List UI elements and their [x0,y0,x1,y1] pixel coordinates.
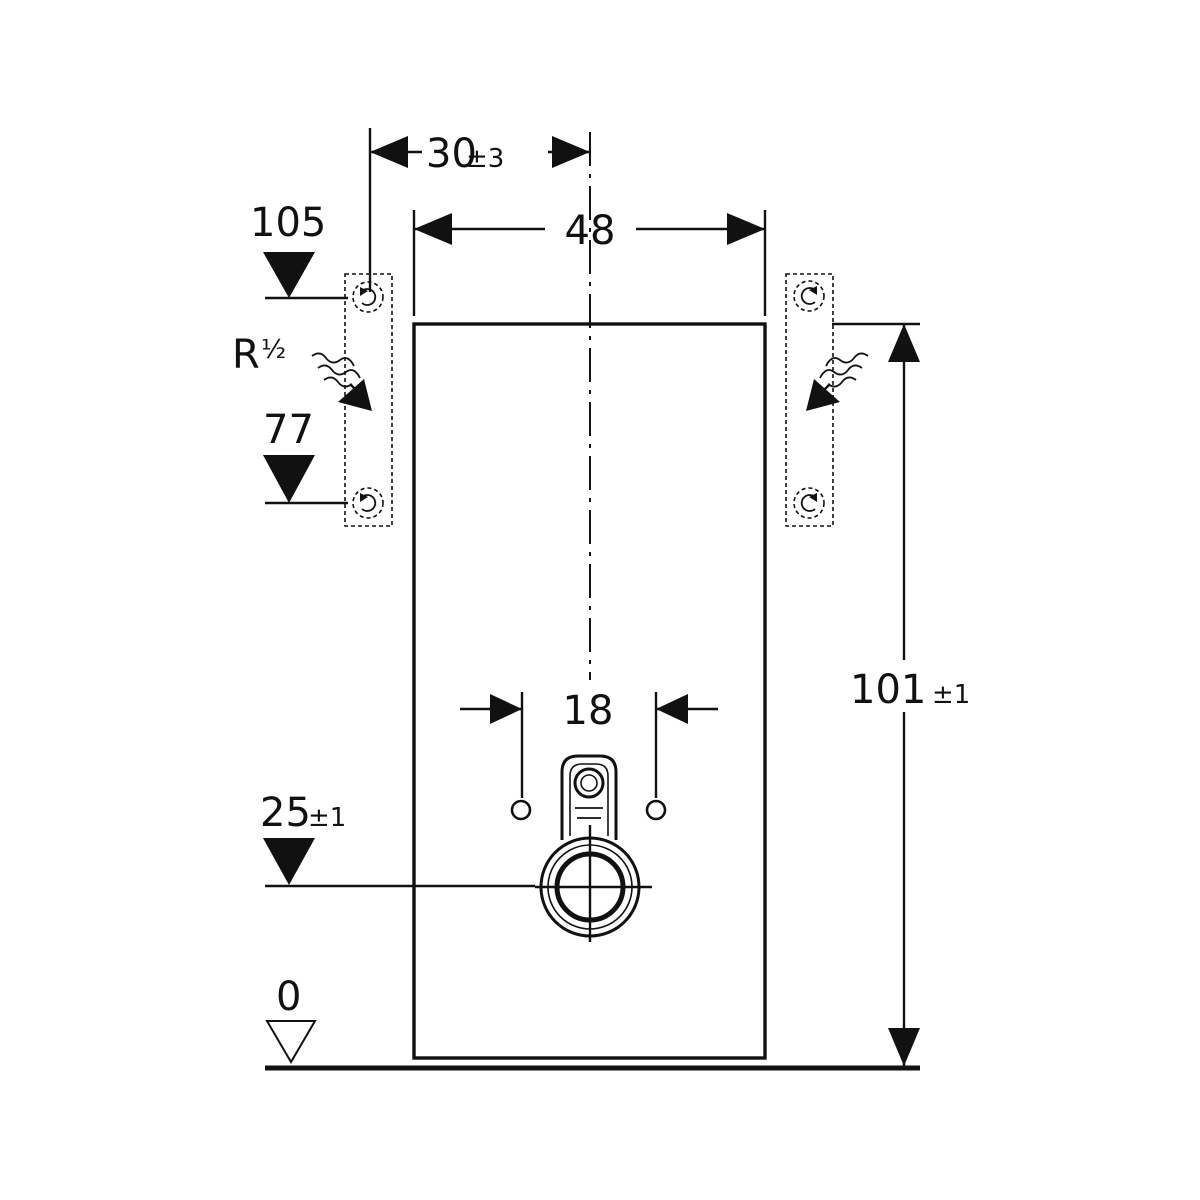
thread-fraction: ½ [261,335,286,365]
right-lower-screw-icon [793,487,825,519]
height-value: 101 [850,667,926,713]
floor-level-marker: 0 [265,974,317,1064]
spacing-value: 18 [563,688,614,734]
width-value: 48 [565,208,616,254]
drain-outlet [535,825,652,942]
thread-letter: R [232,332,260,378]
outlet-tolerance: ±1 [308,803,346,833]
outlet-value: 25 [260,790,311,836]
offset-value: 30 [426,131,477,177]
dimension-width: 48 [412,208,767,316]
level-77-label: 77 [263,407,314,453]
thread-label: R ½ [232,332,286,378]
right-water-inlet-icon [806,352,869,411]
offset-tolerance: ±3 [466,144,504,174]
height-tolerance: ±1 [932,680,970,710]
level-105-label: 105 [250,200,326,246]
level-25-marker: 25 ±1 [260,790,535,888]
dimension-offset: 30 ±3 [368,128,590,292]
left-lower-screw-icon [352,487,384,519]
right-bolt-hole [645,799,667,821]
supply-connection [560,754,618,840]
floor-level-label: 0 [276,974,301,1020]
dimension-spacing: 18 [460,688,718,798]
level-105-marker: 105 [250,200,348,300]
right-upper-screw-icon [793,280,825,312]
left-water-inlet-icon [311,352,372,411]
right-bracket [785,273,834,527]
level-77-marker: 77 [263,407,348,505]
left-upper-screw-icon [352,281,384,313]
left-bolt-hole [510,799,532,821]
dimension-height: 101 ±1 [832,322,970,1066]
